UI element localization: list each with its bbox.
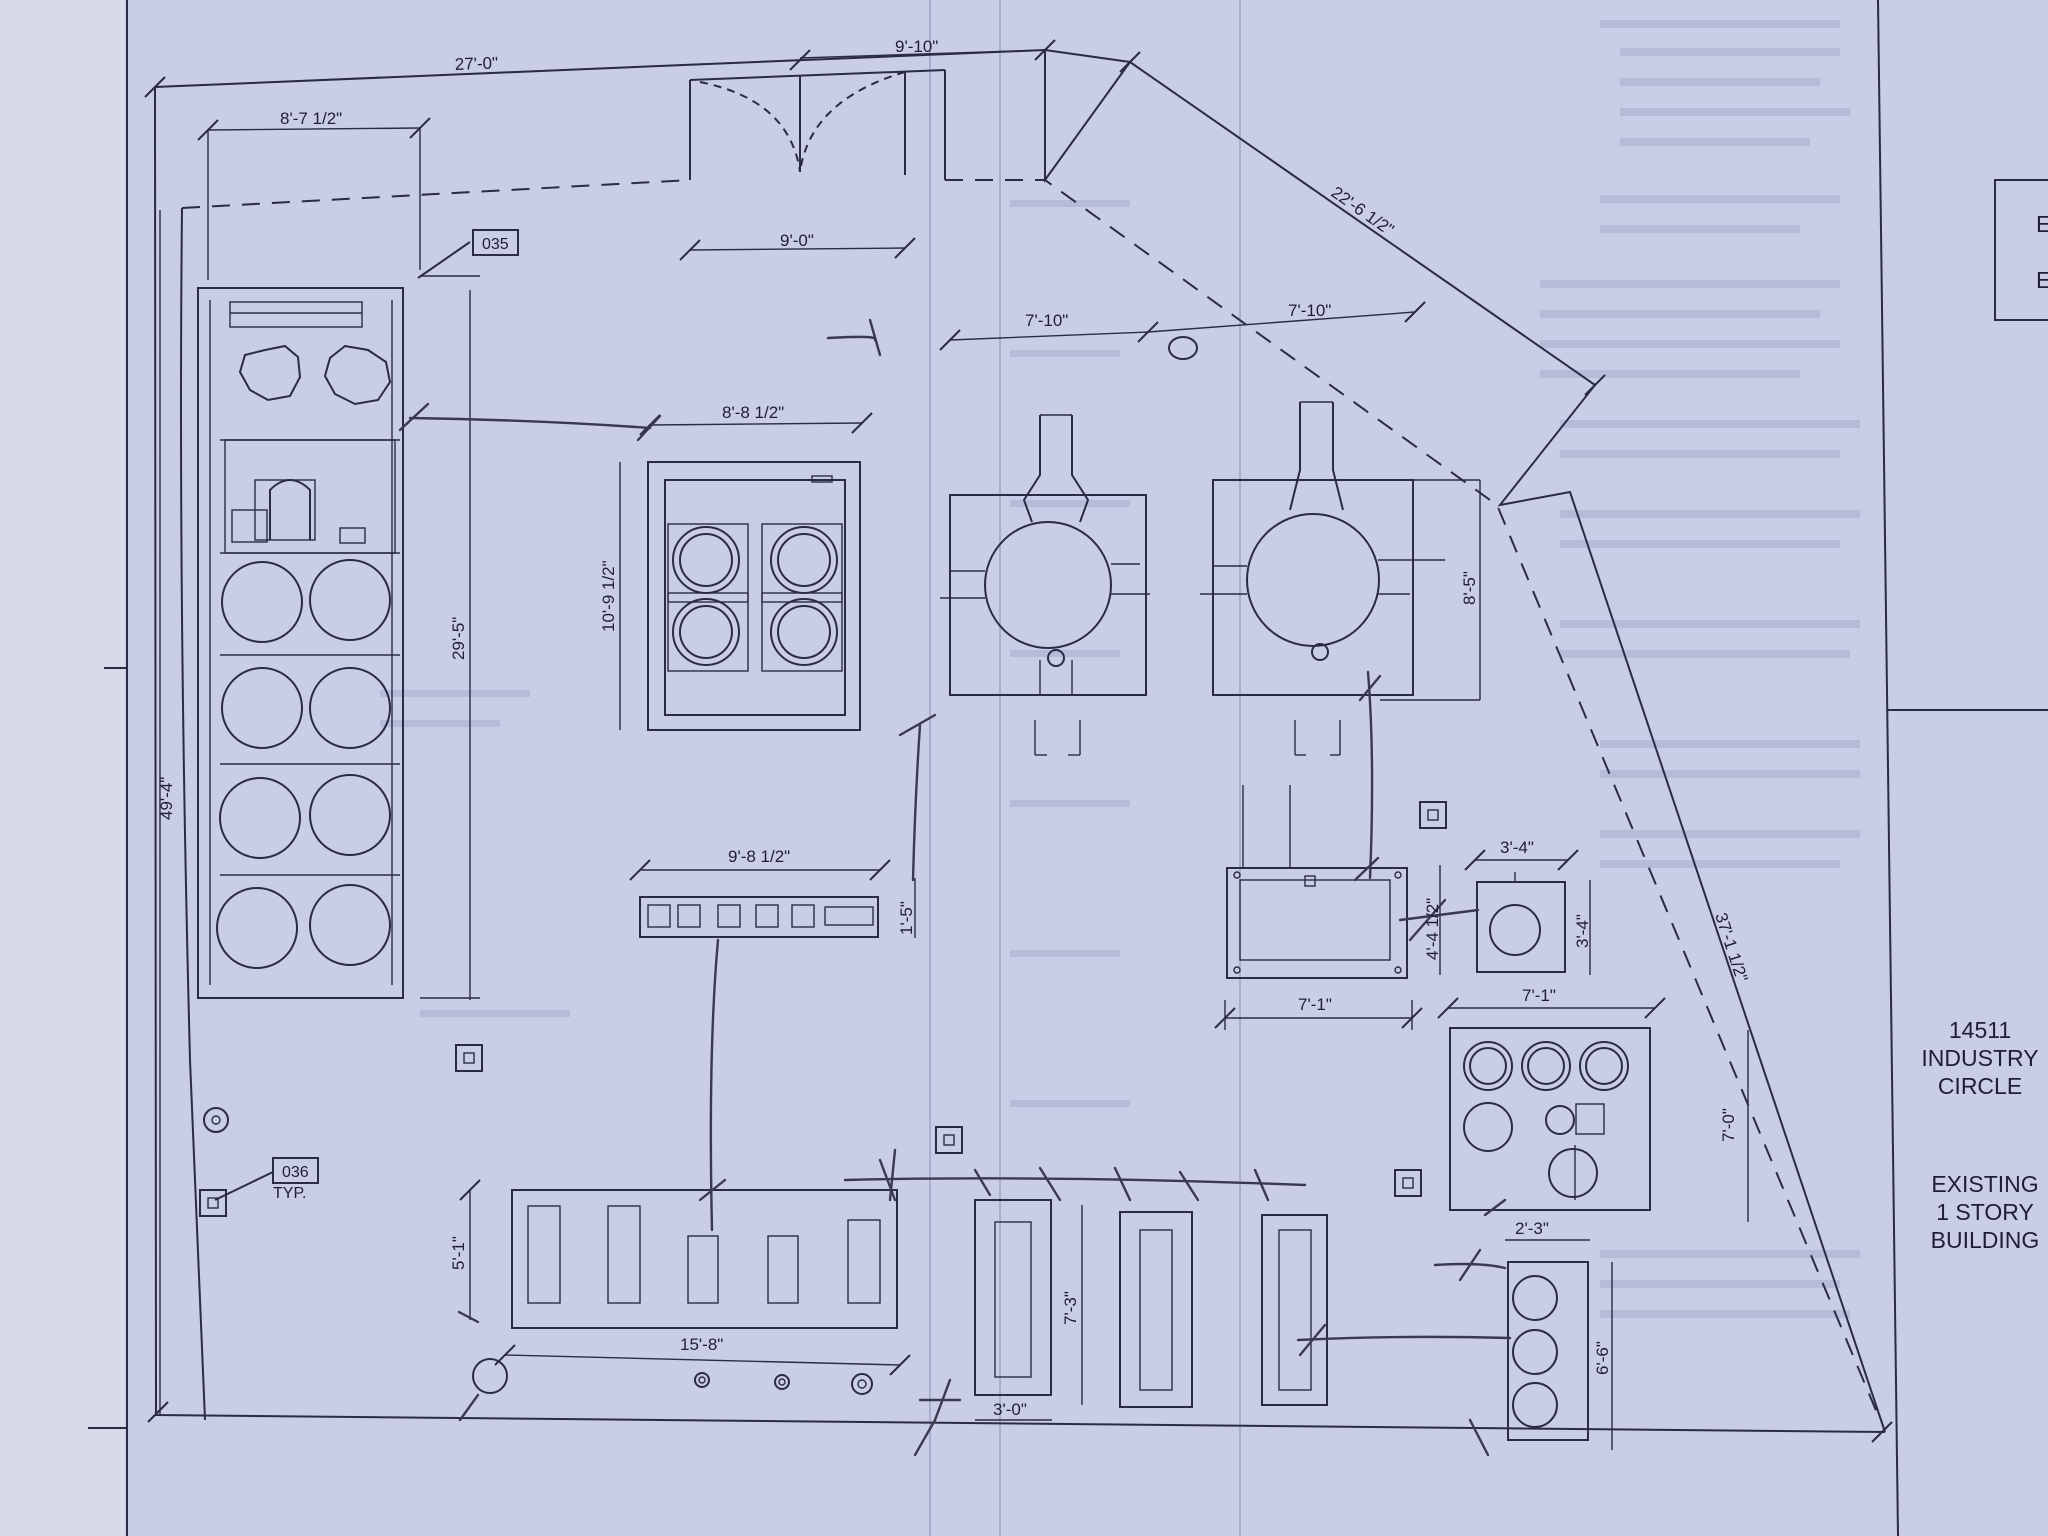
pressure-vessel-left (940, 414, 1150, 756)
dimension-ticks (144, 39, 1893, 1443)
dim-7-3: 7'-3" (1061, 1291, 1080, 1325)
dim-7-10-left: 7'-10" (1025, 311, 1068, 330)
double-swing-gate (689, 69, 946, 175)
site-markers (199, 801, 1447, 1217)
pencil-markups (398, 318, 1512, 1457)
dimension-lines (154, 49, 1749, 1450)
dim-7-1-right: 7'-1" (1522, 986, 1556, 1005)
existing-line-1: EXISTING (1931, 1171, 2038, 1197)
bottom-vertical-pads (974, 1199, 1328, 1408)
dim-6-6: 6'-6" (1593, 1341, 1612, 1375)
dim-1-5: 1'-5" (897, 901, 916, 935)
dim-8-7-half: 8'-7 1/2" (280, 109, 342, 128)
dim-7-0: 7'-0" (1719, 1108, 1738, 1142)
tag-036: 036 (282, 1164, 309, 1181)
dim-27-0: 27'-0" (454, 53, 498, 74)
dim-10-9-half: 10'-9 1/2" (599, 560, 618, 632)
address-line-2: INDUSTRY (1921, 1045, 2038, 1071)
tag-typ: TYP. (273, 1185, 307, 1202)
address-line-3: CIRCLE (1938, 1073, 2022, 1099)
dim-9-10-top: 9'-10" (895, 37, 938, 56)
control-panel-strip (639, 896, 879, 938)
tag-box-035 (472, 229, 519, 256)
pressure-vessel-right (1168, 336, 1445, 756)
existing-line-2: 1 STORY (1936, 1199, 2034, 1225)
tag-leaders (214, 229, 519, 1201)
edge-letter-2: E (2036, 267, 2048, 293)
tag-035: 035 (482, 236, 509, 253)
edge-letter-1: E (2036, 211, 2048, 237)
dim-49-4: 49'-4" (157, 777, 176, 820)
dim-9-8-half: 9'-8 1/2" (728, 847, 790, 866)
dim-3-0: 3'-0" (993, 1400, 1027, 1419)
dim-15-8: 15'-8" (680, 1335, 723, 1354)
dim-4-4-half: 4'-4 1/2" (1423, 898, 1442, 960)
binding-strip (0, 0, 125, 1536)
dim-2-3: 2'-3" (1515, 1219, 1549, 1238)
small-equipment-pad (1226, 785, 1408, 979)
four-tank-unit (647, 461, 861, 731)
sheet-border-right (1877, 0, 1899, 1536)
tag-box-036 (272, 1157, 319, 1184)
dim-7-10-right: 7'-10" (1288, 301, 1331, 320)
dim-3-4-side: 3'-4" (1573, 914, 1592, 948)
bottom-long-pad (472, 1189, 898, 1395)
address-line-1: 14511 (1949, 1017, 2011, 1043)
three-tank-column (1507, 1261, 1589, 1441)
background-notes (380, 0, 1860, 1536)
existing-line-3: BUILDING (1931, 1227, 2040, 1253)
six-tank-unit (1449, 1027, 1651, 1211)
left-tank-rack (197, 287, 404, 999)
dim-5-1: 5'-1" (449, 1236, 468, 1270)
dim-29-5: 29'-5" (449, 617, 468, 660)
dim-3-4-top: 3'-4" (1500, 838, 1534, 857)
dim-7-1-left: 7'-1" (1298, 995, 1332, 1014)
title-block: E E 14511 INDUSTRY CIRCLE EXISTING 1 STO… (1921, 179, 2048, 1253)
single-tank-box (1476, 872, 1566, 973)
dim-9-0: 9'-0" (780, 231, 814, 250)
dim-8-8-half: 8'-8 1/2" (722, 403, 784, 422)
dashed-setback-lines (181, 70, 1881, 1421)
dim-8-5: 8'-5" (1460, 571, 1479, 605)
